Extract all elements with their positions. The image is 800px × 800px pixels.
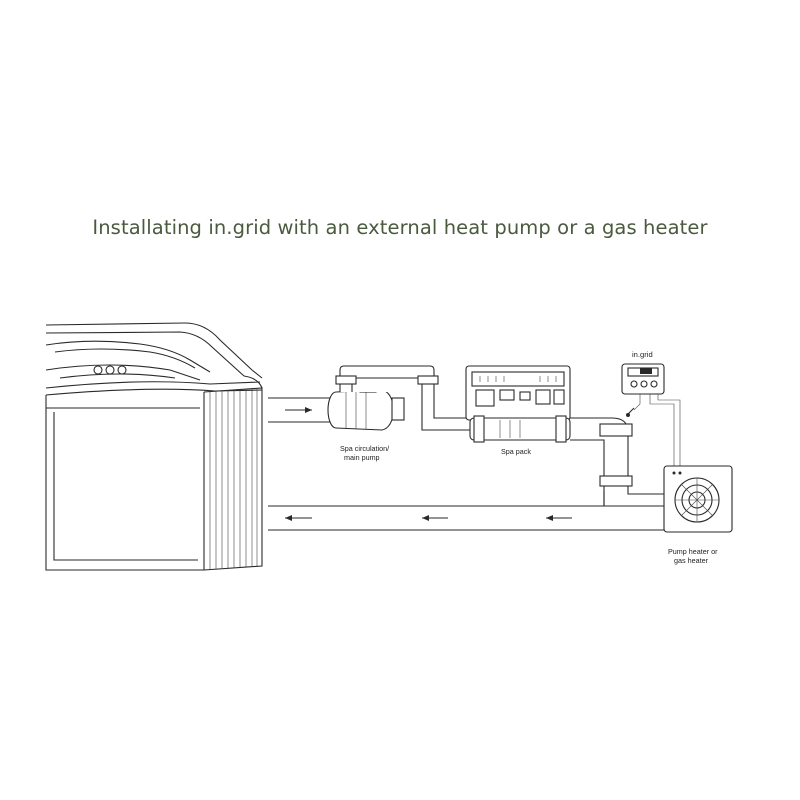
heater-feed-pipe [570,417,664,506]
heater-label-line1: Pump heater or [668,547,718,556]
return-flow-arrow [422,515,448,521]
spa-pack [465,365,571,443]
supply-flow-arrow [285,407,312,413]
ingrid-controller [621,363,681,472]
heater-label-line2: gas heater [674,556,709,565]
heat-pump-unit [663,465,733,533]
supply-pipe [268,397,330,423]
return-pipe [268,505,664,531]
return-flow-arrow [285,515,312,521]
diagram-title: Installating in.grid with an external he… [92,216,708,239]
return-flow-arrow [546,515,572,521]
spa-tub [45,322,263,571]
spa-pack-label: Spa pack [501,447,531,456]
ingrid-label: in.grid [632,350,653,359]
pump-label-line1: Spa circulation/ [340,444,389,453]
pump-label-line2: main pump [344,453,380,462]
circulation-pump [327,365,470,431]
